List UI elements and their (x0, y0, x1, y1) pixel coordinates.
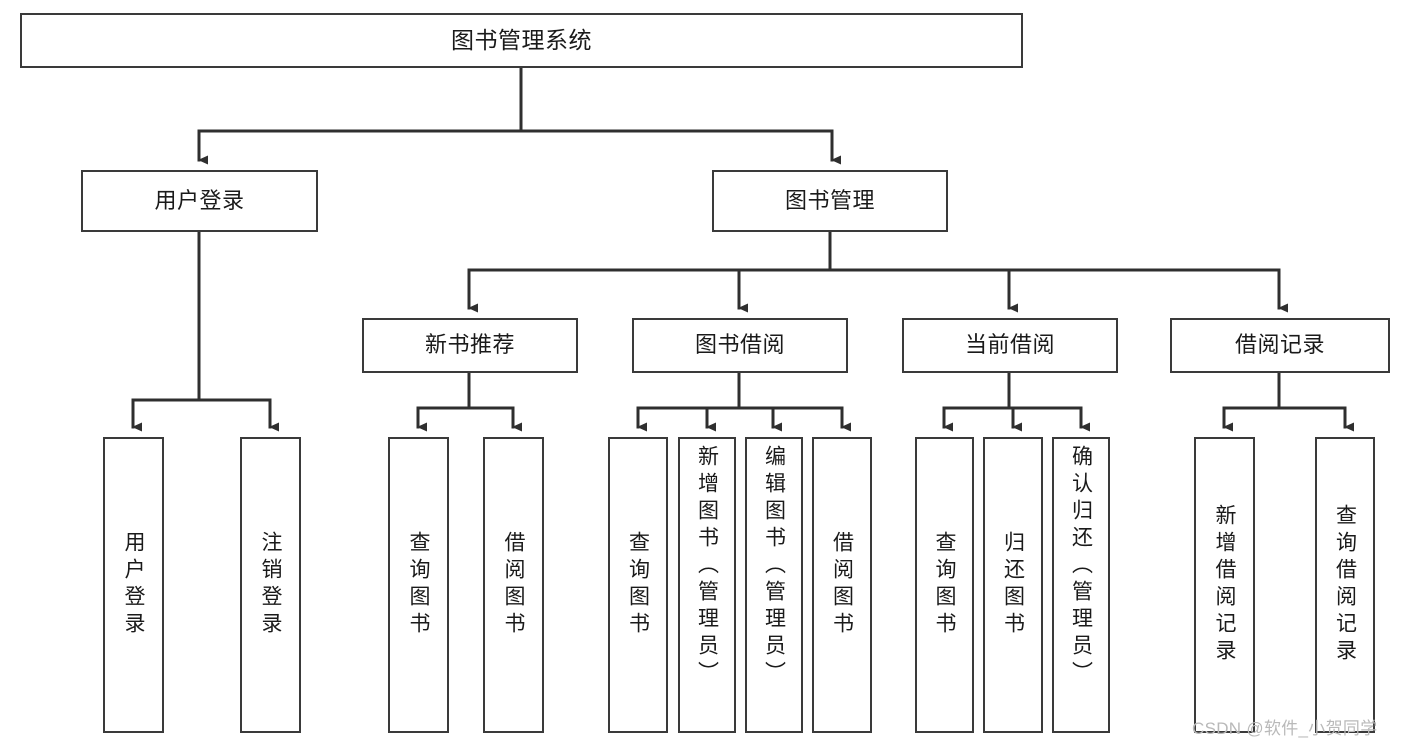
node-book-manage-label: 图书管理 (784, 187, 875, 213)
node-leaf-query-book-3-label: 查询图书 (933, 531, 956, 639)
node-leaf-query-book-2[interactable]: 查询图书 (608, 437, 668, 733)
node-borrow-record[interactable]: 借阅记录 (1170, 318, 1390, 373)
node-new-book-recommend-label: 新书推荐 (424, 332, 515, 358)
node-book-borrow[interactable]: 图书借阅 (632, 318, 848, 373)
node-root-label: 图书管理系统 (451, 26, 592, 53)
node-current-borrow[interactable]: 当前借阅 (902, 318, 1118, 373)
node-leaf-borrow-book-2-label: 借阅图书 (830, 531, 854, 639)
node-leaf-user-logout[interactable]: 注销登录 (240, 437, 301, 733)
node-book-borrow-label: 图书借阅 (694, 332, 785, 358)
node-leaf-query-book-3[interactable]: 查询图书 (915, 437, 974, 733)
node-leaf-query-borrow-record-label: 查询借阅记录 (1333, 504, 1357, 666)
csdn-watermark: CSDN @软件_小贺同学 (1192, 719, 1378, 738)
node-new-book-recommend[interactable]: 新书推荐 (362, 318, 578, 373)
node-leaf-query-borrow-record[interactable]: 查询借阅记录 (1315, 437, 1375, 733)
node-borrow-record-label: 借阅记录 (1234, 332, 1325, 358)
node-book-manage[interactable]: 图书管理 (712, 170, 948, 232)
node-root[interactable]: 图书管理系统 (20, 13, 1023, 68)
node-leaf-borrow-book-2[interactable]: 借阅图书 (812, 437, 872, 733)
node-leaf-query-book-1[interactable]: 查询图书 (388, 437, 449, 733)
node-leaf-borrow-book-1[interactable]: 借阅图书 (483, 437, 544, 733)
node-leaf-add-book-admin[interactable]: 新增图书（管理员） (678, 437, 736, 733)
node-leaf-return-book-label: 归还图书 (1001, 531, 1025, 639)
node-leaf-add-borrow-record[interactable]: 新增借阅记录 (1194, 437, 1255, 733)
node-user-login[interactable]: 用户登录 (81, 170, 318, 232)
node-leaf-user-logout-label: 注销登录 (259, 531, 282, 639)
node-leaf-query-book-2-label: 查询图书 (626, 531, 650, 639)
node-leaf-edit-book-admin[interactable]: 编辑图书（管理员） (745, 437, 803, 733)
node-user-login-label: 用户登录 (154, 187, 245, 213)
node-leaf-confirm-return-admin[interactable]: 确认归还（管理员） (1052, 437, 1110, 733)
node-leaf-user-login-label: 用户登录 (122, 531, 145, 639)
node-leaf-return-book[interactable]: 归还图书 (983, 437, 1043, 733)
node-leaf-query-book-1-label: 查询图书 (407, 531, 430, 639)
node-leaf-edit-book-admin-label: 编辑图书（管理员） (762, 445, 786, 688)
node-leaf-user-login[interactable]: 用户登录 (103, 437, 164, 733)
node-current-borrow-label: 当前借阅 (964, 332, 1055, 358)
node-leaf-add-borrow-record-label: 新增借阅记录 (1213, 504, 1236, 666)
node-leaf-confirm-return-admin-label: 确认归还（管理员） (1069, 445, 1093, 688)
node-leaf-borrow-book-1-label: 借阅图书 (502, 531, 525, 639)
node-leaf-add-book-admin-label: 新增图书（管理员） (695, 445, 719, 688)
